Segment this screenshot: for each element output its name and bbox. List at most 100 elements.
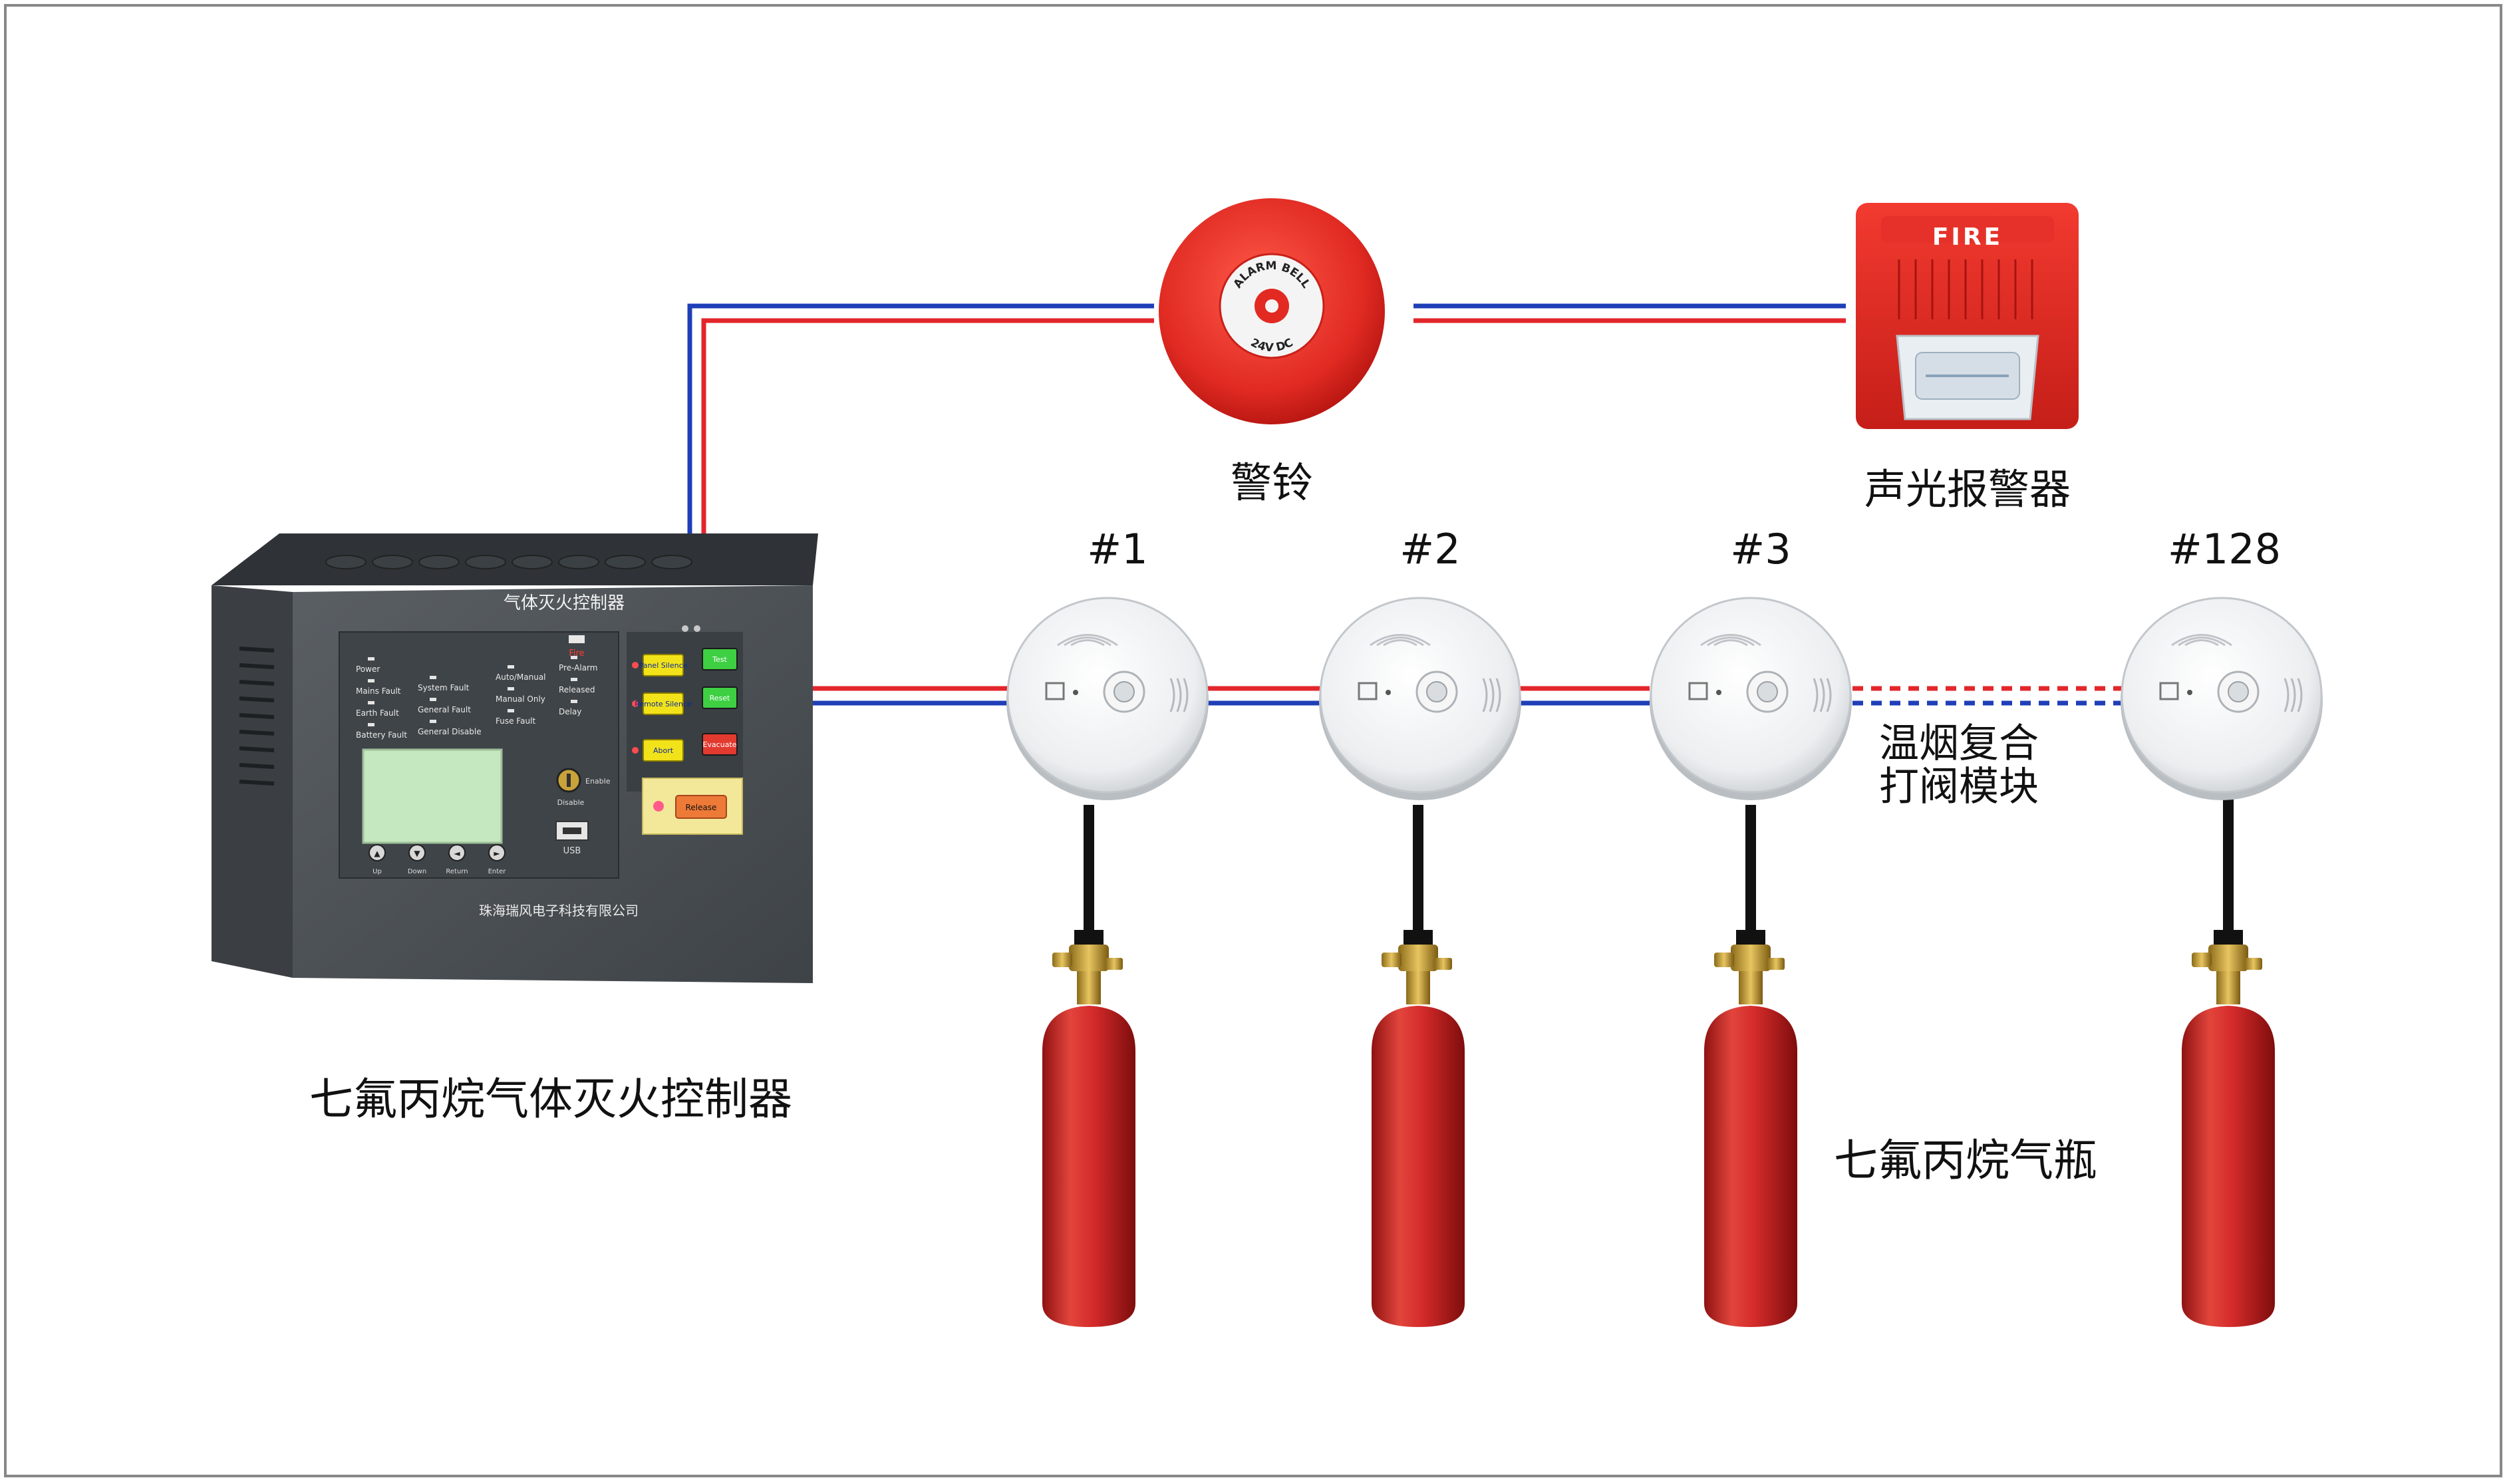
strobe-fire-text: FIRE bbox=[1932, 223, 2003, 251]
controller-caption: 七氟丙烷气体灭火控制器 bbox=[309, 1074, 792, 1125]
status-label: System Fault bbox=[418, 683, 470, 692]
detector-sensor-core bbox=[2228, 681, 2249, 702]
detector-sensor-core bbox=[1757, 681, 1778, 702]
status-led bbox=[368, 701, 374, 704]
status-label: Mains Fault bbox=[356, 686, 401, 696]
detector-vent-top bbox=[1700, 634, 1761, 647]
nav-button-label: Return bbox=[446, 868, 468, 875]
status-label: Earth Fault bbox=[356, 708, 399, 718]
nav-button[interactable] bbox=[408, 844, 426, 861]
nav-button-label: Up bbox=[372, 868, 382, 875]
detector-row: #1#2#3#128 bbox=[1006, 525, 2323, 800]
detector-vent bbox=[1169, 678, 1175, 712]
valve-side-port bbox=[1052, 953, 1072, 967]
fire-led bbox=[569, 635, 585, 643]
keyhole-icon bbox=[567, 774, 571, 787]
valve-side-port bbox=[2192, 953, 2212, 967]
nav-arrow-icon: ◄ bbox=[454, 849, 460, 858]
valve-gauge-port bbox=[1767, 958, 1785, 970]
key-disable-label: Disable bbox=[557, 798, 585, 807]
smoke-heat-detector bbox=[1006, 597, 1209, 800]
valve-icon bbox=[2208, 945, 2248, 971]
detector-test-port-icon bbox=[1688, 682, 1708, 700]
bell-caption: 警铃 bbox=[1231, 458, 1313, 507]
detector-led bbox=[2187, 690, 2192, 695]
detector-vent bbox=[2284, 678, 2289, 712]
control-button-left-label: Panel Silence bbox=[639, 661, 688, 670]
status-led bbox=[368, 657, 374, 661]
key-enable-label: Enable bbox=[585, 777, 611, 786]
detector-led bbox=[1073, 690, 1078, 695]
control-led bbox=[632, 747, 639, 754]
detector-number-label: #3 bbox=[1730, 525, 1791, 573]
nav-button-label: Down bbox=[408, 868, 426, 875]
cylinder-body bbox=[1704, 1006, 1797, 1327]
control-button-right[interactable] bbox=[702, 648, 738, 670]
status-led bbox=[368, 723, 374, 726]
control-led bbox=[632, 662, 639, 668]
wire-blue-controller-bell bbox=[687, 303, 1154, 535]
valve-icon bbox=[1069, 945, 1109, 971]
detector-sensor-core bbox=[1426, 681, 1447, 702]
heptafluoropropane-cylinder bbox=[2182, 930, 2275, 1327]
nav-button[interactable] bbox=[369, 844, 386, 861]
valve-side-port bbox=[1382, 953, 1402, 967]
nav-arrow-icon: ▲ bbox=[374, 849, 380, 858]
nav-button[interactable] bbox=[448, 844, 466, 861]
heptafluoropropane-cylinder bbox=[1042, 930, 1135, 1327]
cylinder-body bbox=[1042, 1006, 1135, 1327]
valve-connector bbox=[1403, 930, 1433, 945]
sound-light-alarm: FIRE bbox=[1856, 203, 2079, 429]
control-button-left[interactable] bbox=[643, 692, 684, 715]
detector-test-port-icon bbox=[2159, 682, 2179, 700]
status-led bbox=[571, 678, 577, 681]
nav-button-row: ▲Up▼Down◄Return►Enter bbox=[369, 844, 507, 875]
valve-gauge-port bbox=[1106, 958, 1123, 970]
control-button-left-label: Remote Silence bbox=[635, 700, 692, 708]
detector-vent bbox=[1482, 678, 1488, 712]
detector-sensor-core bbox=[1113, 681, 1135, 702]
status-led bbox=[368, 679, 374, 682]
nav-button-label: Enter bbox=[488, 868, 507, 875]
panel-title: 气体灭火控制器 bbox=[504, 593, 625, 613]
smoke-heat-detector bbox=[1650, 597, 1852, 800]
valve-icon bbox=[1398, 945, 1438, 971]
strobe-top-rim bbox=[1881, 216, 2054, 243]
control-button-left[interactable] bbox=[643, 654, 684, 676]
control-button-left-label: Abort bbox=[653, 746, 674, 755]
panel-knockouts bbox=[325, 555, 692, 569]
wire-red-controller-bell bbox=[701, 318, 1154, 535]
valve-connector bbox=[1736, 930, 1765, 945]
control-button-right[interactable] bbox=[702, 733, 738, 756]
status-label: Released bbox=[559, 685, 595, 694]
control-button-left[interactable] bbox=[643, 739, 684, 762]
valve-stem bbox=[1077, 971, 1101, 1004]
status-led bbox=[571, 656, 577, 659]
cylinder-caption: 七氟丙烷气瓶 bbox=[1834, 1135, 2097, 1186]
usb-label: USB bbox=[563, 846, 581, 856]
valve-side-port bbox=[1714, 953, 1734, 967]
detector-vent bbox=[1176, 678, 1182, 712]
control-button-right-label: Evacuate bbox=[702, 740, 736, 749]
valve-stem bbox=[2216, 971, 2240, 1004]
release-button[interactable] bbox=[675, 795, 727, 819]
control-led bbox=[632, 700, 639, 707]
cylinder-body bbox=[2182, 1006, 2275, 1327]
release-led bbox=[653, 801, 664, 812]
detector-test-port-icon bbox=[1045, 682, 1065, 700]
control-button-right[interactable] bbox=[702, 686, 738, 709]
nav-button[interactable] bbox=[488, 844, 506, 861]
status-led bbox=[430, 676, 436, 679]
detector-vent-top bbox=[1064, 637, 1111, 647]
bell-center-dot bbox=[1265, 299, 1278, 313]
diagram-border bbox=[4, 4, 2502, 1477]
status-label: Delay bbox=[559, 707, 581, 716]
usb-slot bbox=[563, 827, 581, 834]
detector-vent bbox=[1183, 678, 1189, 712]
detector-vent bbox=[2297, 678, 2303, 712]
detector-test-port-icon bbox=[1358, 682, 1378, 700]
detector-vent-top bbox=[2184, 639, 2219, 647]
valve-stem bbox=[1739, 971, 1763, 1004]
